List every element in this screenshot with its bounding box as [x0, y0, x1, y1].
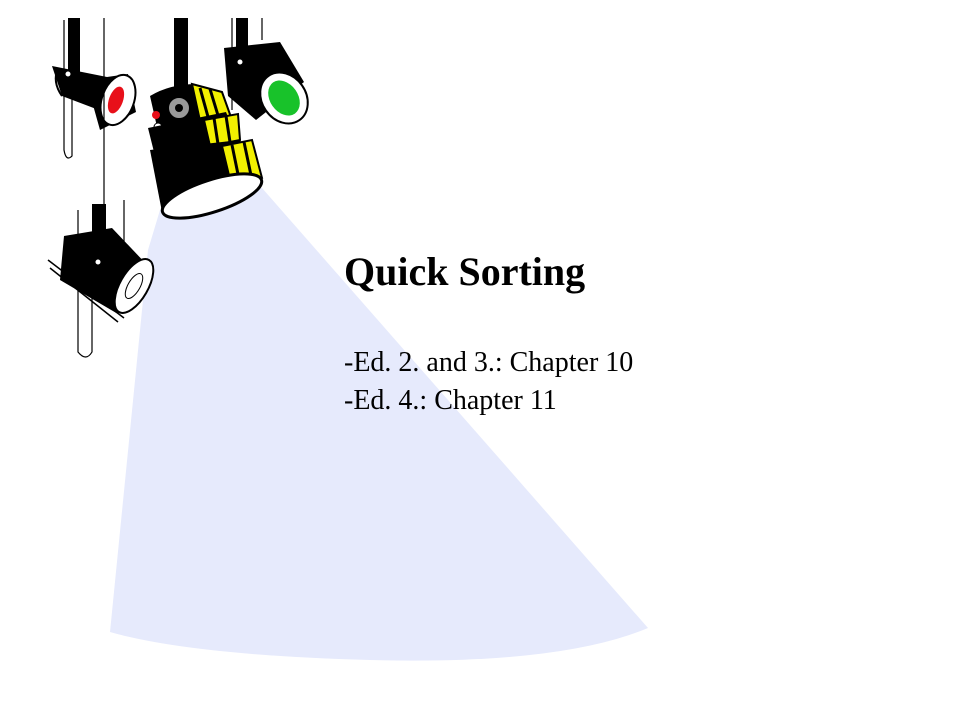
edition-line-1: -Ed. 2. and 3.: Chapter 10 [344, 347, 634, 378]
red-spotlight [52, 18, 137, 159]
center-spotlight [103, 18, 264, 220]
green-spotlight [224, 18, 309, 125]
lower-spotlight [47, 200, 155, 358]
slide-title: Quick Sorting [344, 249, 586, 294]
edition-line-2: -Ed. 4.: Chapter 11 [344, 385, 557, 416]
red-lens [107, 86, 125, 114]
light-beam [110, 188, 648, 661]
green-lens [268, 80, 300, 116]
white-lens [160, 172, 264, 220]
